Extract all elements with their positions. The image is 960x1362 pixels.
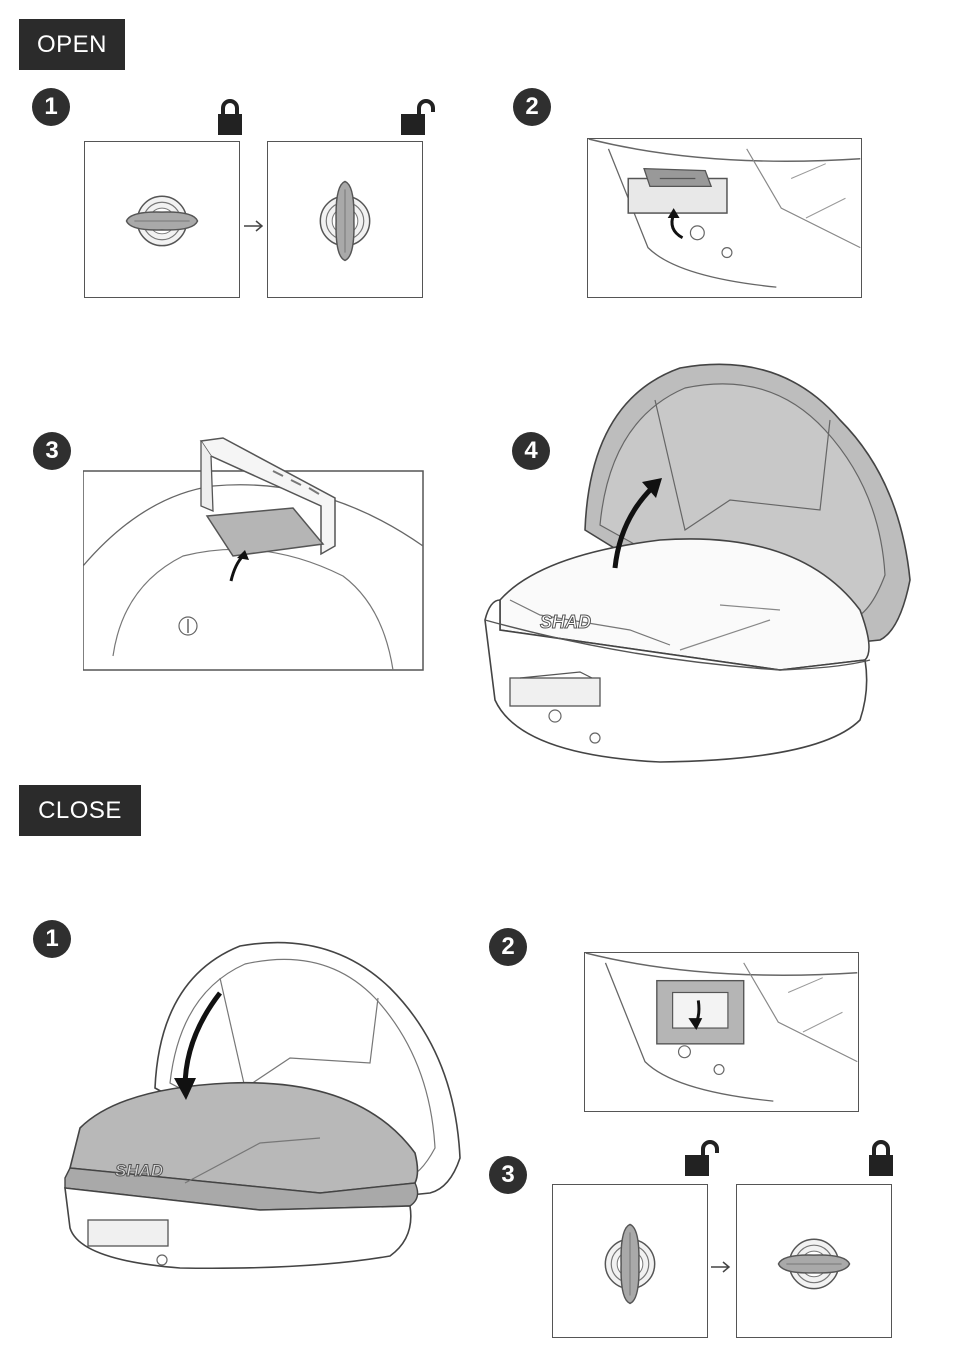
handle-push-illustration bbox=[585, 953, 858, 1111]
open-step-3-handle-raised-illustration bbox=[83, 436, 425, 672]
key-horizontal-illustration bbox=[737, 1185, 891, 1337]
padlock-open-icon bbox=[684, 1140, 720, 1176]
open-step-4-lid-opening-illustration: SHAD bbox=[480, 360, 925, 765]
close-step-3-key-unlocked-panel bbox=[552, 1184, 708, 1338]
handle-pull-illustration bbox=[588, 139, 861, 297]
open-step-1-badge: 1 bbox=[32, 88, 70, 126]
open-step-2-badge: 2 bbox=[513, 88, 551, 126]
close-step-3-key-locked-panel bbox=[736, 1184, 892, 1338]
open-section-label: OPEN bbox=[19, 19, 125, 70]
arrow-right-icon bbox=[709, 1259, 733, 1275]
shad-logo: SHAD bbox=[115, 1161, 163, 1180]
close-step-1-lid-closing-illustration: SHAD bbox=[60, 938, 465, 1270]
close-step-2-badge: 2 bbox=[489, 928, 527, 966]
shad-logo: SHAD bbox=[540, 612, 591, 632]
arrow-right-icon bbox=[242, 218, 266, 234]
open-step-1-key-unlocked-panel bbox=[267, 141, 423, 298]
open-step-3-badge: 3 bbox=[33, 432, 71, 470]
open-step-1-key-locked-panel bbox=[84, 141, 240, 298]
key-horizontal-illustration bbox=[85, 142, 239, 297]
key-vertical-illustration bbox=[553, 1185, 707, 1337]
close-section-label: CLOSE bbox=[19, 785, 141, 836]
close-step-3-badge: 3 bbox=[489, 1156, 527, 1194]
padlock-open-icon bbox=[400, 99, 436, 135]
close-step-2-handle-push-panel bbox=[584, 952, 859, 1112]
key-vertical-illustration bbox=[268, 142, 422, 297]
padlock-closed-icon bbox=[868, 1140, 894, 1176]
padlock-closed-icon bbox=[217, 99, 243, 135]
open-step-2-handle-pull-panel bbox=[587, 138, 862, 298]
